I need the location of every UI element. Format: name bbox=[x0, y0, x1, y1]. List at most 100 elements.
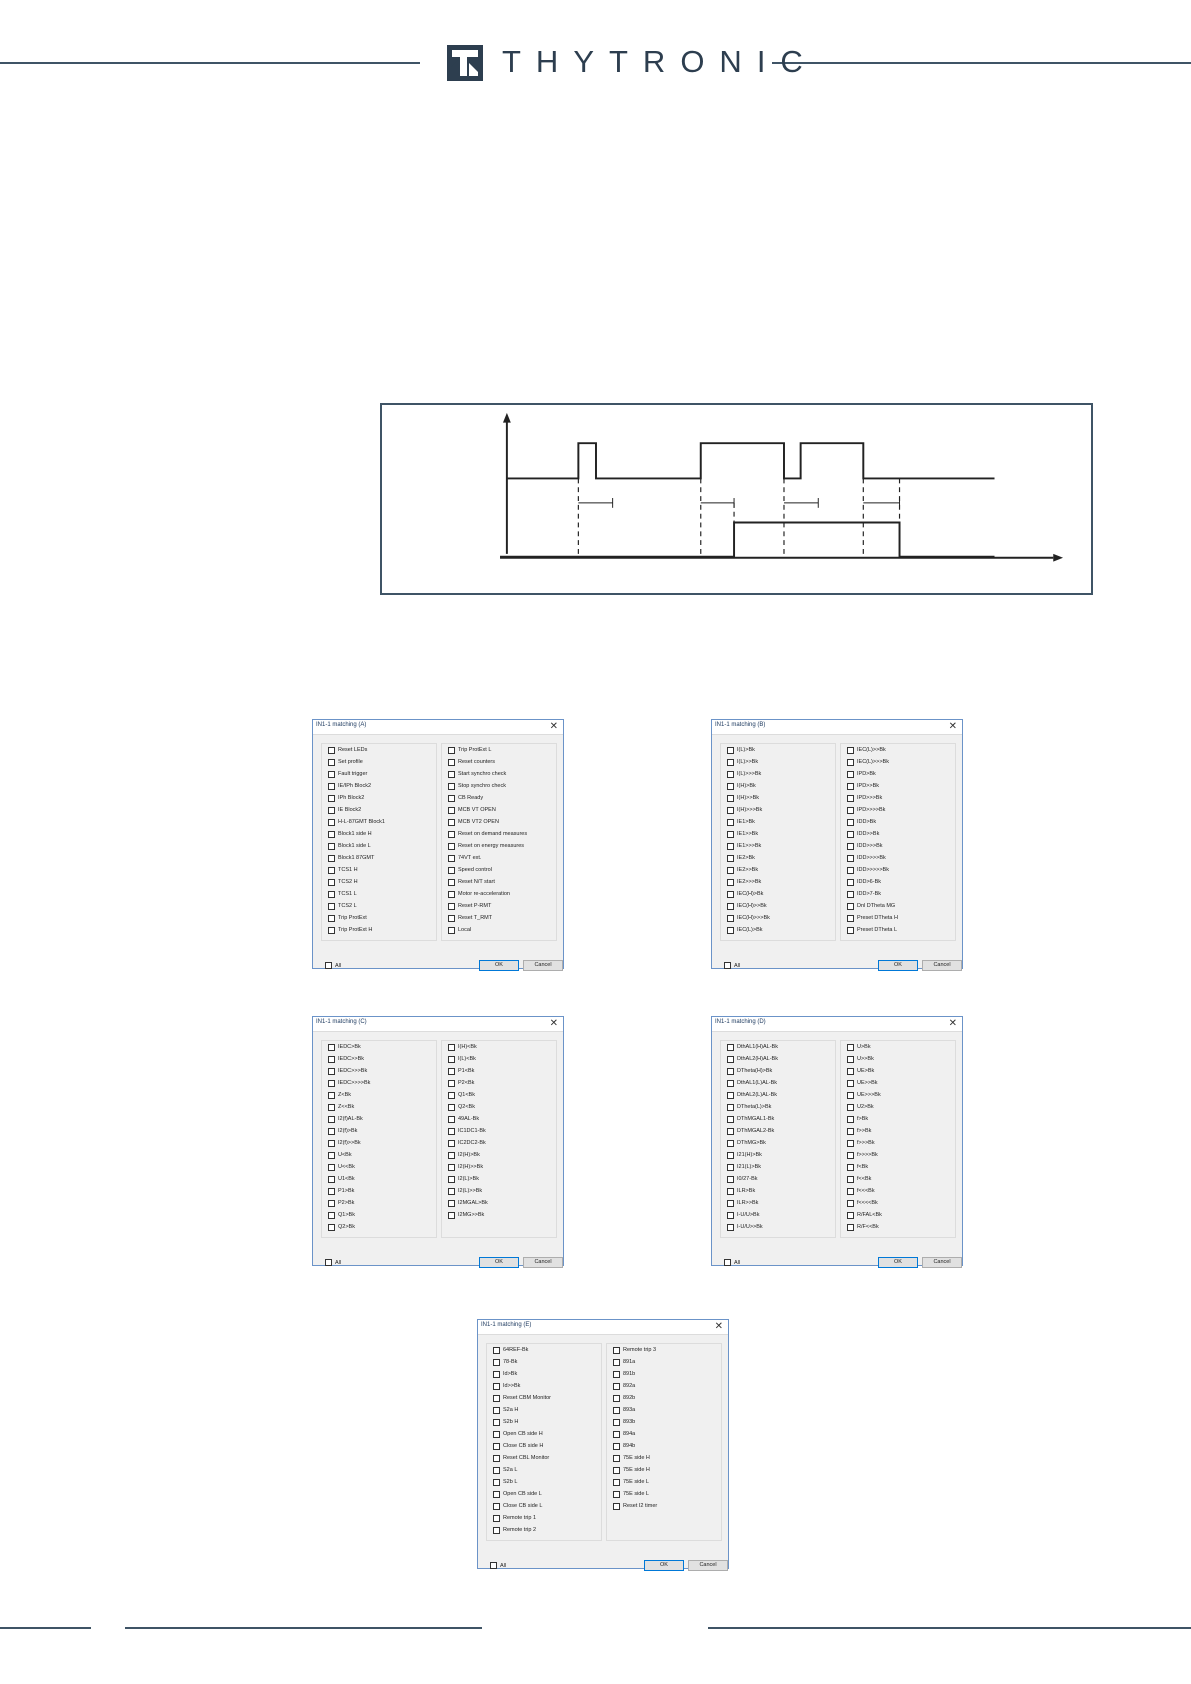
checkbox[interactable] bbox=[448, 1199, 455, 1207]
checkbox[interactable] bbox=[448, 866, 455, 874]
checkbox[interactable] bbox=[727, 854, 734, 862]
checkbox[interactable] bbox=[448, 758, 455, 766]
checkbox-item[interactable]: Preset DTheta L bbox=[841, 924, 955, 936]
checkbox-item[interactable]: ILR>Bk bbox=[721, 1185, 835, 1197]
checkbox[interactable] bbox=[328, 1079, 335, 1087]
checkbox[interactable] bbox=[448, 1067, 455, 1075]
checkbox[interactable] bbox=[847, 770, 854, 778]
checkbox[interactable] bbox=[613, 1406, 620, 1414]
checkbox[interactable] bbox=[613, 1442, 620, 1450]
checkbox[interactable] bbox=[847, 878, 854, 886]
checkbox[interactable] bbox=[847, 914, 854, 922]
checkbox[interactable] bbox=[727, 1043, 734, 1051]
checkbox[interactable] bbox=[847, 830, 854, 838]
checkbox[interactable] bbox=[448, 770, 455, 778]
checkbox-item[interactable]: R/FAL<Bk bbox=[841, 1209, 955, 1221]
checkbox[interactable] bbox=[328, 1091, 335, 1099]
checkbox-item[interactable]: U1<Bk bbox=[322, 1173, 436, 1185]
checkbox-item[interactable]: 894a bbox=[607, 1428, 721, 1440]
checkbox[interactable] bbox=[613, 1478, 620, 1486]
all-checkbox[interactable]: All bbox=[490, 1562, 506, 1569]
checkbox[interactable] bbox=[727, 1091, 734, 1099]
checkbox[interactable] bbox=[847, 1079, 854, 1087]
checkbox-item[interactable]: Trip ProtExt bbox=[322, 912, 436, 924]
ok-button[interactable]: OK bbox=[644, 1560, 684, 1571]
checkbox[interactable] bbox=[493, 1514, 500, 1522]
checkbox[interactable] bbox=[328, 878, 335, 886]
checkbox[interactable] bbox=[847, 1115, 854, 1123]
checkbox[interactable] bbox=[613, 1358, 620, 1366]
close-icon[interactable]: ✕ bbox=[948, 1018, 957, 1029]
checkbox[interactable] bbox=[727, 1067, 734, 1075]
checkbox[interactable] bbox=[328, 806, 335, 814]
checkbox-item[interactable]: IEC(H)>Bk bbox=[721, 888, 835, 900]
checkbox[interactable] bbox=[328, 830, 335, 838]
checkbox[interactable] bbox=[727, 1127, 734, 1135]
checkbox-item[interactable]: I(H)>Bk bbox=[721, 780, 835, 792]
checkbox[interactable] bbox=[847, 1103, 854, 1111]
checkbox[interactable] bbox=[328, 890, 335, 898]
checkbox[interactable] bbox=[493, 1418, 500, 1426]
checkbox[interactable] bbox=[847, 818, 854, 826]
checkbox-item[interactable]: I(H)>>Bk bbox=[721, 792, 835, 804]
checkbox[interactable] bbox=[328, 854, 335, 862]
cancel-button[interactable]: Cancel bbox=[688, 1560, 728, 1571]
checkbox-item[interactable]: 893b bbox=[607, 1416, 721, 1428]
checkbox-item[interactable]: Motor re-acceleration bbox=[442, 888, 556, 900]
checkbox[interactable] bbox=[493, 1358, 500, 1366]
checkbox-item[interactable]: IEDC>>>>Bk bbox=[322, 1077, 436, 1089]
checkbox-item[interactable]: I2(f)>>Bk bbox=[322, 1137, 436, 1149]
checkbox-item[interactable]: IEC(L)>>Bk bbox=[841, 744, 955, 756]
checkbox[interactable] bbox=[448, 1091, 455, 1099]
checkbox[interactable] bbox=[328, 746, 335, 754]
checkbox[interactable] bbox=[847, 866, 854, 874]
checkbox[interactable] bbox=[847, 1091, 854, 1099]
checkbox-item[interactable]: P1<Bk bbox=[442, 1065, 556, 1077]
checkbox-item[interactable]: I2(L)>Bk bbox=[442, 1173, 556, 1185]
checkbox[interactable] bbox=[493, 1478, 500, 1486]
checkbox[interactable] bbox=[613, 1502, 620, 1510]
checkbox[interactable] bbox=[328, 770, 335, 778]
checkbox-item[interactable]: Local bbox=[442, 924, 556, 936]
checkbox[interactable] bbox=[613, 1466, 620, 1474]
close-icon[interactable]: ✕ bbox=[948, 721, 957, 732]
checkbox[interactable] bbox=[727, 902, 734, 910]
cancel-button[interactable]: Cancel bbox=[523, 960, 563, 971]
ok-button[interactable]: OK bbox=[878, 960, 918, 971]
checkbox[interactable] bbox=[847, 1187, 854, 1195]
checkbox-item[interactable]: Q1<Bk bbox=[442, 1089, 556, 1101]
checkbox[interactable] bbox=[328, 1151, 335, 1159]
all-checkbox[interactable]: All bbox=[325, 1259, 341, 1266]
checkbox[interactable] bbox=[493, 1502, 500, 1510]
checkbox[interactable] bbox=[328, 914, 335, 922]
cancel-button[interactable]: Cancel bbox=[922, 960, 962, 971]
checkbox-item[interactable]: CB Ready bbox=[442, 792, 556, 804]
checkbox-item[interactable]: I2(L)>>Bk bbox=[442, 1185, 556, 1197]
checkbox-item[interactable]: Block1 side L bbox=[322, 840, 436, 852]
checkbox-item[interactable]: S2b L bbox=[487, 1476, 601, 1488]
checkbox-item[interactable]: Preset DTheta H bbox=[841, 912, 955, 924]
checkbox-item[interactable]: f<<Bk bbox=[841, 1173, 955, 1185]
checkbox-item[interactable]: Reset on demand measures bbox=[442, 828, 556, 840]
checkbox-item[interactable]: UE>>Bk bbox=[841, 1077, 955, 1089]
checkbox-item[interactable]: 75E side L bbox=[607, 1488, 721, 1500]
close-icon[interactable]: ✕ bbox=[549, 1018, 558, 1029]
checkbox-item[interactable]: IDD>>>>Bk bbox=[841, 852, 955, 864]
checkbox[interactable] bbox=[493, 1370, 500, 1378]
checkbox-item[interactable]: I0/27-Bk bbox=[721, 1173, 835, 1185]
checkbox-item[interactable]: TCS2 L bbox=[322, 900, 436, 912]
checkbox-item[interactable]: Start synchro check bbox=[442, 768, 556, 780]
checkbox-item[interactable]: Close CB side H bbox=[487, 1440, 601, 1452]
checkbox[interactable] bbox=[448, 1211, 455, 1219]
checkbox[interactable] bbox=[727, 866, 734, 874]
checkbox-item[interactable]: DthAL2(H)AL-Bk bbox=[721, 1053, 835, 1065]
checkbox-item[interactable]: I(L)<Bk bbox=[442, 1053, 556, 1065]
checkbox[interactable] bbox=[325, 1259, 332, 1266]
checkbox-item[interactable]: f>Bk bbox=[841, 1113, 955, 1125]
checkbox[interactable] bbox=[613, 1418, 620, 1426]
checkbox-item[interactable]: f<<<<Bk bbox=[841, 1197, 955, 1209]
checkbox[interactable] bbox=[448, 1151, 455, 1159]
checkbox-item[interactable]: 49AL-Bk bbox=[442, 1113, 556, 1125]
checkbox[interactable] bbox=[727, 926, 734, 934]
checkbox[interactable] bbox=[613, 1346, 620, 1354]
